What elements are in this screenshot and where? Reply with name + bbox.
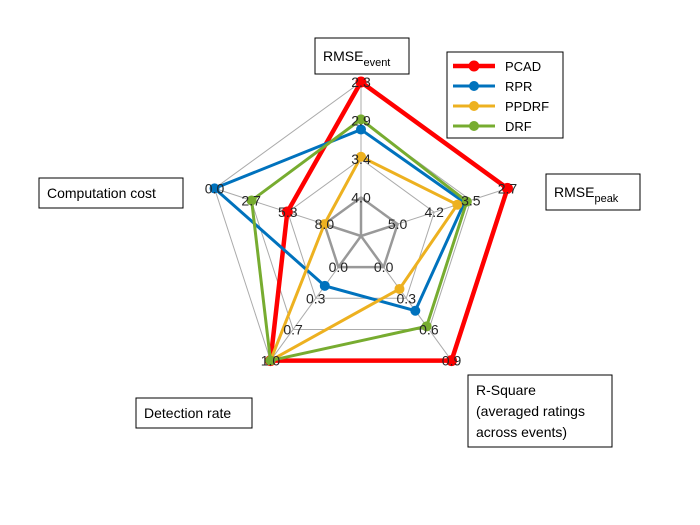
data-point-ppdrf bbox=[319, 219, 330, 230]
data-point-drf bbox=[461, 196, 472, 207]
axis-label-text: across events) bbox=[476, 424, 567, 440]
tick-label: 2.9 bbox=[351, 113, 371, 129]
legend-item-drf: DRF bbox=[453, 119, 532, 134]
tick-label: 0.0 bbox=[205, 180, 225, 196]
legend-swatch-marker bbox=[468, 60, 480, 72]
data-point-drf bbox=[421, 321, 432, 332]
legend-item-rpr: RPR bbox=[453, 79, 532, 94]
legend-label: RPR bbox=[505, 79, 532, 94]
data-point-drf bbox=[356, 114, 366, 125]
tick-label: 2.3 bbox=[351, 74, 371, 90]
tick-label: 4.0 bbox=[351, 190, 371, 206]
tick-label: 0.7 bbox=[283, 321, 303, 337]
tick-label: 2.7 bbox=[498, 180, 518, 196]
legend-swatch-marker bbox=[469, 101, 479, 111]
radar-grid bbox=[213, 81, 509, 362]
axis-label-box bbox=[467, 374, 613, 448]
data-point-pcad bbox=[501, 182, 513, 194]
series-line-pcad bbox=[267, 78, 511, 363]
series-line-drf bbox=[250, 117, 469, 363]
axis-label-2: R-Square (averaged ratings across events) bbox=[467, 374, 613, 448]
data-point-ppdrf bbox=[452, 199, 463, 210]
tick-label: 4.2 bbox=[424, 204, 444, 220]
grid-inner-spoke bbox=[337, 235, 363, 268]
grid-inner-spoke bbox=[360, 222, 399, 238]
legend-label: PCAD bbox=[505, 59, 541, 74]
grid-ring bbox=[287, 158, 435, 299]
axis-label-box bbox=[314, 37, 410, 75]
axis-label-box bbox=[135, 397, 253, 429]
data-point-rpr bbox=[356, 124, 366, 135]
data-point-rpr bbox=[410, 305, 421, 316]
data-point-pcad bbox=[281, 206, 293, 218]
tick-label: 0.0 bbox=[374, 259, 394, 275]
data-point-rpr bbox=[319, 280, 330, 291]
legend-label: PPDRF bbox=[505, 99, 549, 114]
tick-label: 0.0 bbox=[329, 259, 349, 275]
legend-swatch-marker bbox=[469, 121, 479, 131]
series-rpr bbox=[209, 124, 470, 316]
tick-label: 8.0 bbox=[315, 216, 335, 232]
data-point-ppdrf bbox=[356, 151, 366, 162]
grid-inner-ring bbox=[322, 195, 400, 269]
tick-label: 3.4 bbox=[351, 151, 371, 167]
series-line-rpr bbox=[211, 127, 467, 313]
tick-label: 0.3 bbox=[397, 290, 417, 306]
tick-label: 5.0 bbox=[388, 216, 408, 232]
grid-inner-spoke bbox=[323, 222, 362, 238]
data-point-drf bbox=[246, 195, 257, 206]
tick-label: 0.6 bbox=[419, 321, 439, 337]
tick-label: 3.5 bbox=[461, 192, 481, 208]
axis-label-0: RMSEevent bbox=[314, 37, 410, 75]
legend-item-ppdrf: PPDRF bbox=[453, 99, 549, 114]
axis-label-text: Computation cost bbox=[47, 185, 156, 201]
radar-series bbox=[209, 76, 513, 367]
axis-label-text: Detection rate bbox=[144, 405, 231, 421]
legend-label: DRF bbox=[505, 119, 532, 134]
tick-label: 0.9 bbox=[442, 353, 462, 369]
axis-label-3: Detection rate bbox=[135, 397, 253, 429]
axis-label-text: (averaged ratings bbox=[476, 403, 585, 419]
legend-item-pcad: PCAD bbox=[453, 59, 541, 74]
series-line-ppdrf bbox=[267, 154, 460, 364]
legend-swatch-marker bbox=[469, 81, 479, 91]
axis-label-4: Computation cost bbox=[38, 177, 184, 209]
axis-label-box bbox=[38, 177, 184, 209]
grid-inner-spoke bbox=[359, 235, 385, 268]
tick-label: 0.3 bbox=[306, 290, 326, 306]
axis-label-1: RMSEpeak bbox=[545, 173, 641, 211]
radar-tick-labels: 2.32.93.44.02.73.54.25.00.90.60.30.01.00… bbox=[205, 74, 518, 369]
series-drf bbox=[246, 114, 472, 366]
tick-label: 5.3 bbox=[278, 204, 298, 220]
axis-label-box bbox=[545, 173, 641, 211]
data-point-rpr bbox=[209, 183, 220, 194]
data-point-pcad bbox=[446, 355, 458, 367]
tick-label: 2.7 bbox=[241, 192, 261, 208]
axis-label-text: R-Square bbox=[476, 382, 536, 398]
data-point-pcad bbox=[355, 76, 367, 88]
data-point-drf bbox=[265, 355, 276, 366]
legend: PCAD RPR PPDRF DRF bbox=[446, 51, 564, 139]
data-point-ppdrf bbox=[394, 283, 405, 294]
tick-label: 1.0 bbox=[261, 353, 281, 369]
